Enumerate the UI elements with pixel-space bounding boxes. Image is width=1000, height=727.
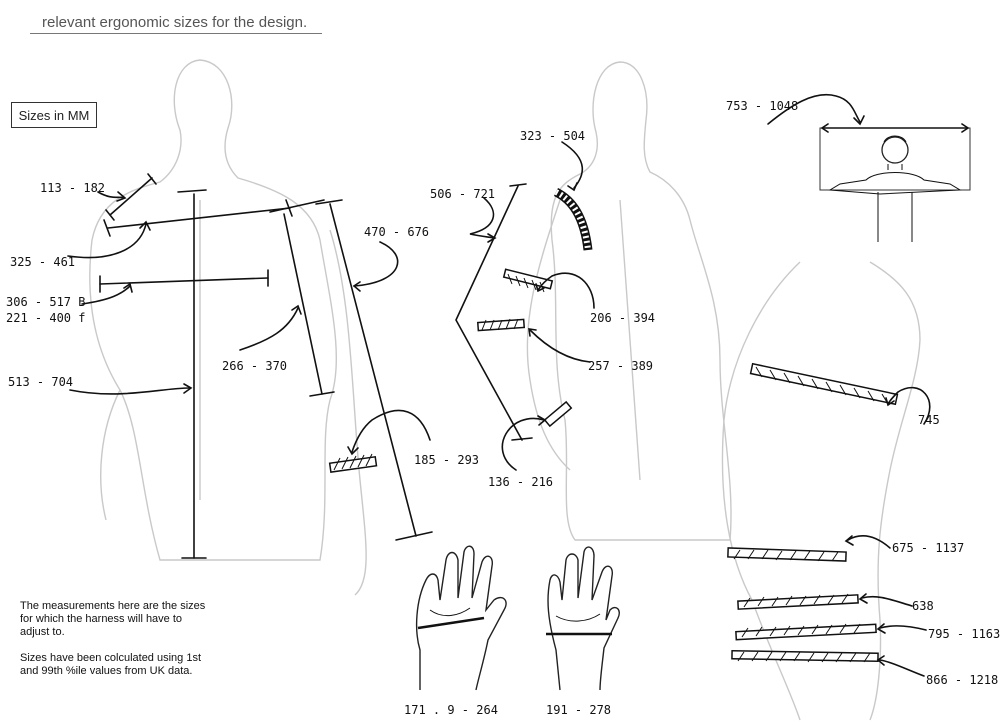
upper-arm-length-label: 266 - 370 <box>222 359 287 373</box>
back-length-label: 513 - 704 <box>8 375 73 389</box>
arm-length-label: 470 - 676 <box>364 225 429 239</box>
arm-span-figure <box>767 93 971 242</box>
right-hand-figure <box>546 546 620 691</box>
arm-side-dimension <box>455 183 533 441</box>
notes: The measurements here are the sizes for … <box>20 600 210 691</box>
shoulder-cap-label: 323 - 504 <box>520 129 585 143</box>
right-hand-width-label: 191 - 278 <box>546 703 611 717</box>
chest-band <box>749 362 931 425</box>
shoulder-cap-band <box>553 141 593 251</box>
forearm-label: 185 - 293 <box>414 453 479 467</box>
forearm-band <box>328 409 431 473</box>
hip-band <box>737 593 913 610</box>
front-figure <box>526 61 732 541</box>
left-hand-width-label: 171 . 9 - 264 <box>404 703 498 717</box>
leg-circ-label: 866 - 1218 <box>926 673 998 687</box>
thigh-circ-label: 795 - 1163 <box>928 627 1000 641</box>
arm-side-label: 506 - 721 <box>430 187 495 201</box>
shoulder-breadth-label: 325 - 461 <box>10 255 75 269</box>
left-hand-figure <box>415 545 507 691</box>
units-label: Sizes in MM <box>11 102 97 128</box>
arm-span-label: 753 - 1048 <box>726 99 798 113</box>
elbow-band <box>476 318 591 363</box>
upper-arm-length-dimension <box>239 199 335 397</box>
leg-band <box>731 649 925 677</box>
torso-side-figure <box>721 261 921 721</box>
waist-circ-label: 675 - 1137 <box>892 541 964 555</box>
notes-paragraph-2: Sizes have been colculated using 1st and… <box>20 652 202 677</box>
title-underline <box>30 33 322 34</box>
elbow-circ-label: 257 - 389 <box>588 359 653 373</box>
upper-arm-band <box>502 268 595 309</box>
waist-band <box>727 535 891 562</box>
wrist-band <box>501 400 573 471</box>
chest-circ-label: 745 <box>918 413 940 427</box>
thigh-band <box>735 623 927 641</box>
shoulder-breadth-dimension <box>67 199 293 259</box>
neck-width-dimension <box>97 173 157 221</box>
back-width-dimension <box>81 269 269 305</box>
neck-width-label: 113 - 182 <box>40 181 105 195</box>
back-width-male-label: 306 - 517 B <box>6 295 85 309</box>
back-width-female-label: 221 - 400 f <box>6 311 85 325</box>
notes-paragraph-1: The measurements here are the sizes for … <box>20 600 206 638</box>
back-length-dimension <box>69 189 207 559</box>
page-title: relevant ergonomic sizes for the design. <box>42 14 308 31</box>
back-figure <box>89 59 367 596</box>
arm-length-dimension <box>315 199 433 541</box>
upper-arm-circ-label: 206 - 394 <box>590 311 655 325</box>
wrist-circ-label: 136 - 216 <box>488 475 553 489</box>
hip-circ-label: 638 <box>912 599 934 613</box>
